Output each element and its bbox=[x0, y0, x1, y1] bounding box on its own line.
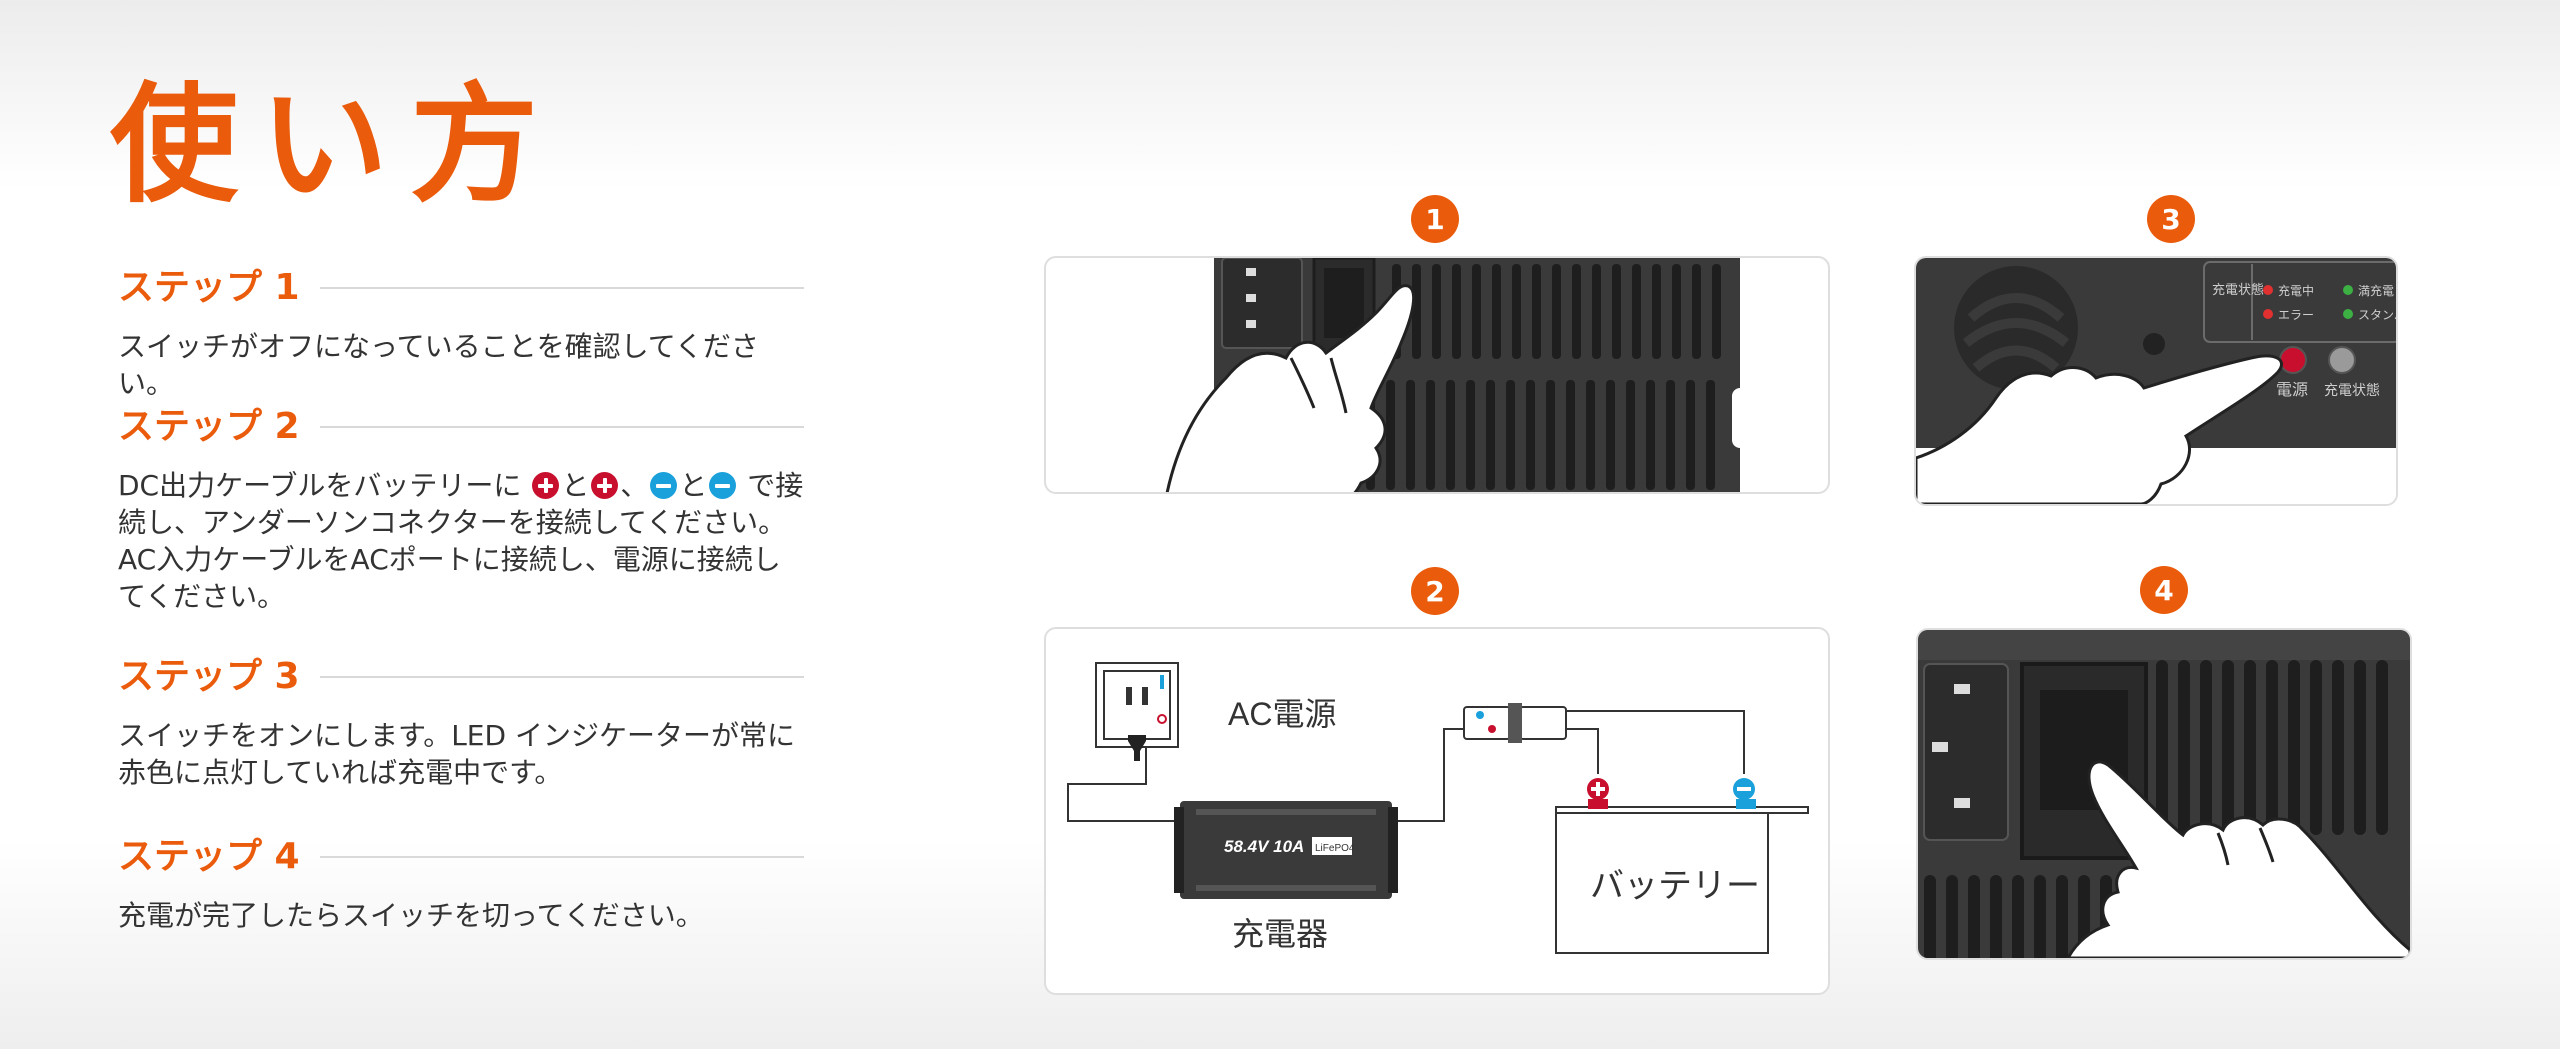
step-4-title: ステップ 4 bbox=[118, 836, 300, 877]
led-panel bbox=[2203, 261, 2396, 343]
step-2-and-2: と bbox=[679, 469, 708, 502]
charger-rating: 58.4V 10A bbox=[1224, 837, 1304, 856]
step-3-title: ステップ 3 bbox=[118, 656, 300, 697]
charging-led bbox=[2263, 285, 2273, 295]
step-4-badge: 4 bbox=[2140, 566, 2188, 614]
minus-terminal-icon bbox=[709, 472, 737, 499]
step-1-title: ステップ 1 bbox=[118, 267, 300, 308]
step-3-header: ステップ 3 bbox=[118, 659, 804, 695]
page-title: 使い方 bbox=[110, 71, 561, 220]
anderson-connector-icon bbox=[1463, 703, 1567, 743]
step-1-divider bbox=[319, 287, 804, 289]
step-1-illustration bbox=[1044, 256, 1830, 494]
ac-inlet bbox=[1221, 258, 1303, 349]
step-4-header: ステップ 4 bbox=[118, 839, 804, 875]
standby-led bbox=[2343, 309, 2353, 319]
power-label: 電源 bbox=[2276, 381, 2308, 399]
step-2-badge: 2 bbox=[1411, 567, 1459, 615]
hand-pointing-icon bbox=[1165, 284, 1416, 492]
step-4-illustration bbox=[1916, 628, 2412, 960]
step-2: ステップ 2 DC出力ケーブルをバッテリーに と、と で接続し、アンダーソンコネ… bbox=[118, 409, 804, 615]
step-3-text: スイッチをオンにします。LED インジケーターが常に赤色に点灯していれば充電中で… bbox=[118, 719, 795, 789]
step-2-comma: 、 bbox=[620, 469, 649, 502]
vent-bottom bbox=[1924, 875, 2156, 958]
ac-inlet bbox=[1923, 663, 2009, 841]
step-1-header: ステップ 1 bbox=[118, 270, 804, 306]
minus-terminal-icon bbox=[1733, 778, 1755, 800]
status-label: 充電状態 bbox=[2324, 382, 2380, 398]
control-panel-svg: 充電状態 充電中 満充電 エラー スタンバイ 電源 充電状態 bbox=[1916, 258, 2396, 504]
minus-terminal-icon bbox=[650, 472, 678, 499]
step-2-text-start: DC出力ケーブルをバッテリーに bbox=[118, 469, 522, 502]
battery-icon bbox=[1555, 799, 1809, 954]
plus-terminal-icon bbox=[1587, 778, 1609, 800]
wiring-diagram-svg: AC電源 58.4V 10A LiFePO4 充電器 bbox=[1067, 662, 1809, 954]
step-3-badge: 3 bbox=[2147, 195, 2195, 243]
step-2-text-end: で接続し、アンダーソンコネクターを接続してください。 bbox=[118, 469, 804, 539]
step-3-illustration: 充電状態 充電中 満充電 エラー スタンバイ 電源 充電状態 bbox=[1914, 256, 2398, 506]
step-1: ステップ 1 スイッチがオフになっていることを確認してください。 bbox=[118, 270, 804, 402]
battery-label: バッテリー bbox=[1590, 867, 1760, 905]
status-indicator bbox=[2328, 346, 2356, 374]
charger-icon: 58.4V 10A LiFePO4 bbox=[1174, 801, 1398, 899]
ac-power-label: AC電源 bbox=[1228, 696, 1336, 732]
led-charging-label: 充電中 bbox=[2278, 283, 2314, 298]
switch-closeup-svg bbox=[1918, 630, 2410, 958]
wall-outlet-icon bbox=[1095, 662, 1179, 761]
step-2-divider bbox=[319, 426, 804, 428]
hand-pointing-icon bbox=[2066, 760, 2410, 958]
step-2-title: ステップ 2 bbox=[118, 406, 300, 447]
charger-label: 充電器 bbox=[1232, 916, 1328, 952]
step-2-illustration: AC電源 58.4V 10A LiFePO4 充電器 bbox=[1044, 627, 1830, 995]
power-indicator bbox=[2279, 346, 2307, 374]
step-1-badge: 1 bbox=[1411, 195, 1459, 243]
plus-terminal-icon bbox=[532, 472, 560, 499]
status-title: 充電状態 bbox=[2212, 282, 2264, 297]
step-2-text-ac: AC入力ケーブルをACポートに接続し、電源に接続してください。 bbox=[118, 543, 781, 613]
step-1-device-svg bbox=[1165, 258, 1748, 492]
step-4-divider bbox=[319, 856, 804, 858]
vent-top bbox=[2156, 660, 2388, 835]
full-led bbox=[2343, 285, 2353, 295]
step-2-text: DC出力ケーブルをバッテリーに と、と で接続し、アンダーソンコネクターを接続し… bbox=[118, 467, 804, 615]
step-4-text: 充電が完了したらスイッチを切ってください。 bbox=[118, 899, 704, 932]
step-2-header: ステップ 2 bbox=[118, 409, 804, 445]
step-1-text: スイッチがオフになっていることを確認してください。 bbox=[118, 330, 759, 400]
led-standby-label: スタンバイ bbox=[2358, 308, 2396, 322]
cables bbox=[1067, 710, 1745, 822]
charger-badge: LiFePO4 bbox=[1315, 843, 1355, 854]
led-full-label: 満充電 bbox=[2358, 283, 2394, 298]
plus-terminal-icon bbox=[591, 472, 619, 499]
step-4: ステップ 4 充電が完了したらスイッチを切ってください。 bbox=[118, 839, 804, 934]
error-led bbox=[2263, 309, 2273, 319]
hand-pointing-icon bbox=[1916, 354, 2283, 504]
led-error-label: エラー bbox=[2278, 308, 2314, 322]
step-3-divider bbox=[319, 676, 804, 678]
step-3: ステップ 3 スイッチをオンにします。LED インジケーターが常に赤色に点灯して… bbox=[118, 659, 804, 791]
step-2-and-1: と bbox=[561, 469, 590, 502]
